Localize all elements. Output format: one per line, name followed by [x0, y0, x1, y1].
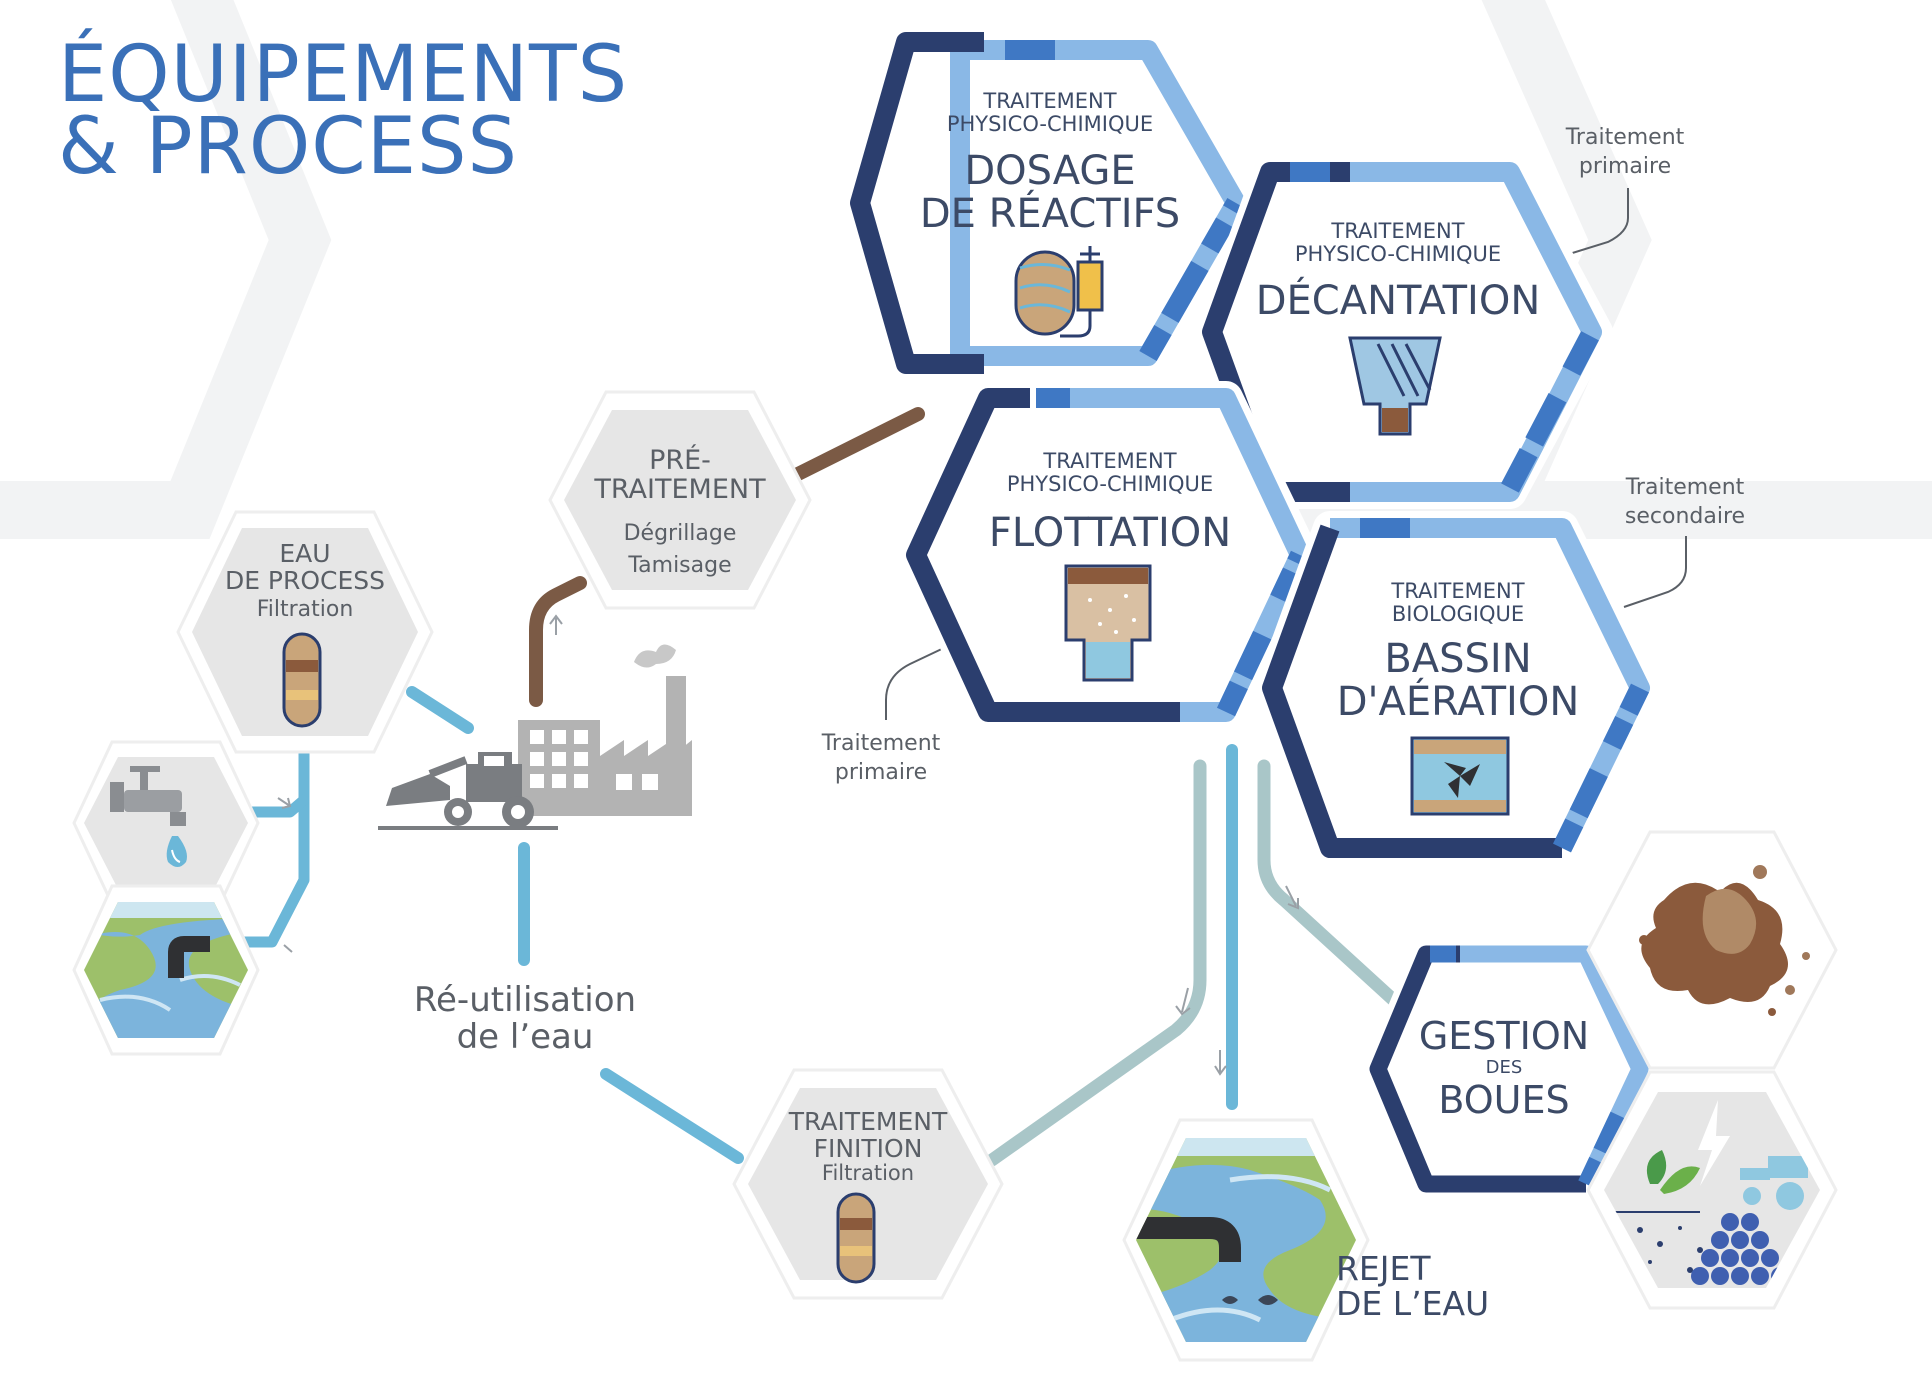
rejet-label: REJET DE L’EAU	[1336, 1249, 1490, 1323]
pipe-flotation-to-finition	[985, 759, 1207, 1167]
flottation-title: FLOTTATION	[988, 510, 1232, 556]
river-outfall-icon	[84, 902, 248, 1038]
annotation-primaire-top: Traitement primaire	[1565, 125, 1685, 179]
river-hexagon-rejet	[1122, 1118, 1370, 1362]
node-finition[interactable]	[732, 1068, 1004, 1300]
flotation-tank-icon	[1064, 564, 1152, 682]
eau-process-subtitle: Filtration	[256, 597, 354, 622]
pipe-eau-process-down	[224, 742, 310, 948]
pipe-pretraitement-to-dosage	[783, 407, 925, 485]
pretraitement-subtitle: Dégrillage Tamisage	[623, 521, 737, 578]
reutilisation-label: Ré-utilisation de l’eau	[413, 980, 637, 1058]
node-flottation[interactable]	[899, 381, 1319, 729]
bassin-title: BASSIN D'AÉRATION	[1336, 636, 1580, 726]
filter-column-icon	[282, 632, 876, 1284]
agriculture-hexagon	[1586, 1070, 1838, 1310]
leader-primaire-left	[885, 645, 949, 720]
pipe-flotation-to-boues	[1257, 759, 1407, 1013]
node-pretraitement[interactable]	[548, 390, 812, 610]
background-pattern	[0, 0, 1932, 539]
sludge-icon	[1639, 865, 1810, 1016]
leader-primaire-top	[1565, 188, 1629, 256]
annotation-primaire-left: Traitement primaire	[821, 731, 941, 785]
lamella-settler-icon	[1348, 336, 1442, 436]
fish-river-icon	[1136, 1138, 1356, 1342]
reactor-syringe-icon	[1014, 246, 1104, 338]
eau-process-title: EAU DE PROCESS	[224, 539, 386, 595]
flottation-category: TRAITEMENT PHYSICO-CHIMIQUE	[1006, 449, 1214, 496]
boues-title-mid: DES	[1485, 1057, 1523, 1078]
bassin-category: TRAITEMENT BIOLOGIQUE	[1391, 579, 1525, 626]
pipe-reuse-to-finition	[600, 1068, 744, 1164]
node-eau-process[interactable]	[176, 510, 434, 754]
decantation-category: TRAITEMENT PHYSICO-CHIMIQUE	[1294, 219, 1502, 266]
boues-title-bottom: BOUES	[1438, 1078, 1570, 1122]
factory-icon	[518, 644, 692, 816]
dosage-category: TRAITEMENT PHYSICO-CHIMIQUE	[946, 89, 1154, 136]
leader-lines	[885, 188, 1687, 720]
page-title: ÉQUIPEMENTS & PROCESS	[58, 30, 629, 192]
node-decantation[interactable]	[1195, 155, 1613, 509]
pretraitement-title: PRÉ- TRAITEMENT	[594, 445, 766, 506]
dosage-title: DOSAGE DE RÉACTIFS	[919, 148, 1181, 238]
annotation-secondaire: Traitement secondaire	[1624, 475, 1746, 529]
node-boues[interactable]	[1363, 939, 1655, 1199]
loader-icon	[378, 752, 558, 830]
node-bassin[interactable]	[1255, 511, 1659, 865]
leader-secondaire	[1623, 536, 1687, 608]
pipe-to-tap	[244, 794, 310, 818]
aeration-basin-icon	[1410, 736, 1510, 816]
sludge-hexagon	[1586, 830, 1838, 1070]
finition-subtitle: Filtration	[821, 1161, 915, 1185]
node-dosage[interactable]	[843, 25, 1261, 381]
boues-title-top: GESTION	[1418, 1014, 1590, 1058]
finition-title: TRAITEMENT FINITION	[788, 1107, 948, 1163]
pipe-process-to-factory	[406, 686, 474, 734]
pipe-factory-to-pretraitement	[529, 576, 587, 707]
faucet-icon	[110, 766, 187, 867]
pipe-network	[224, 407, 1407, 1167]
flow-arrows	[277, 614, 1299, 1076]
decantation-title: DÉCANTATION	[1255, 278, 1541, 324]
tap-hexagon	[72, 740, 260, 906]
river-hexagon-left	[72, 884, 260, 1056]
